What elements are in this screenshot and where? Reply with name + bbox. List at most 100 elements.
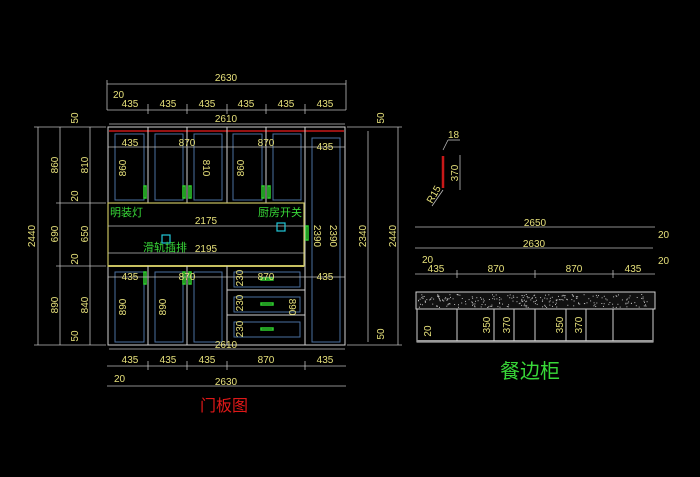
- speckle-dot: [525, 306, 527, 308]
- speckle-dot: [551, 296, 553, 298]
- speckle-dot: [634, 302, 636, 304]
- speckle-dot: [449, 303, 450, 305]
- dim-sideboard-offset-3: 20: [658, 256, 670, 267]
- dim-lower-door-2: 870: [179, 272, 196, 283]
- speckle-dot: [540, 297, 542, 299]
- speckle-dot: [493, 296, 495, 298]
- speckle-dot: [431, 297, 433, 299]
- speckle-dot: [615, 295, 617, 297]
- speckle-dot: [526, 300, 528, 302]
- speckle-dot: [439, 300, 441, 302]
- speckle-dot: [544, 305, 546, 307]
- speckle-dot: [480, 306, 482, 308]
- speckle-dot: [548, 294, 550, 296]
- speckle-dot: [439, 299, 441, 301]
- speckle-dot: [512, 300, 514, 302]
- lower-door-1: [114, 271, 145, 343]
- speckle-dot: [641, 294, 643, 295]
- speckle-dot: [615, 306, 617, 308]
- handle-icon: [261, 185, 265, 199]
- speckle-dot: [552, 301, 554, 303]
- speckle-dot: [531, 297, 533, 299]
- speckle-dot: [421, 294, 423, 296]
- speckle-dot: [563, 295, 565, 297]
- speckle-dot: [586, 302, 588, 304]
- dim-bottom-seg-1: 435: [122, 355, 139, 366]
- speckle-dot: [487, 307, 489, 308]
- speckle-dot: [447, 299, 449, 301]
- speckle-dot: [628, 301, 630, 303]
- speckle-dot: [418, 299, 419, 301]
- dim-upper-door-1: 435: [122, 138, 139, 149]
- speckle-dot: [621, 299, 623, 301]
- door-panel-drawing: 2630 20 435 435 435 435 435 435 2610: [27, 73, 402, 415]
- handle-icon: [188, 185, 192, 199]
- dim-sideboard-inner-3: 370: [502, 316, 513, 333]
- speckle-dot: [509, 297, 511, 299]
- dim-middle-1: 2175: [195, 216, 218, 227]
- speckle-dot: [572, 296, 574, 297]
- speckle-dot: [552, 305, 553, 307]
- dim-bottom-seg-4: 870: [258, 355, 275, 366]
- speckle-dot: [603, 305, 604, 307]
- dim-top-seg-6: 435: [317, 99, 334, 110]
- dim-tall-h-1: 2390: [311, 225, 322, 248]
- speckle-dot: [523, 295, 525, 297]
- dim-sideboard-inner-4: 350: [555, 316, 566, 333]
- dim-handle-radius: R15: [425, 184, 444, 206]
- dim-right-small-1: 50: [376, 112, 387, 124]
- speckle-dot: [577, 296, 579, 298]
- speckle-dot: [562, 294, 564, 296]
- dim-right-small-2: 50: [376, 328, 387, 340]
- speckle-dot: [491, 304, 493, 306]
- speckle-dot: [471, 301, 473, 303]
- speckle-dot: [566, 299, 568, 301]
- speckle-dot: [521, 295, 523, 297]
- speckle-dot: [566, 298, 568, 300]
- handle-icon: [188, 271, 192, 285]
- speckle-dot: [424, 300, 426, 302]
- speckle-dot: [492, 298, 494, 300]
- dim-left-small-3: 20: [70, 253, 81, 265]
- tall-door: [311, 137, 341, 343]
- speckle-dot: [438, 298, 440, 299]
- speckle-dot: [484, 304, 486, 306]
- speckle-dot: [489, 305, 491, 307]
- speckle-dot: [573, 300, 575, 302]
- speckle-dot: [483, 300, 485, 302]
- speckle-dot: [626, 298, 628, 300]
- speckle-dot: [612, 303, 614, 305]
- dim-bottom-seg-5: 435: [317, 355, 334, 366]
- upper-door-4: [232, 133, 263, 201]
- handle-icon: [260, 277, 274, 281]
- speckle-dot: [521, 304, 523, 306]
- speckle-dot: [556, 299, 558, 301]
- speckle-dot: [488, 299, 490, 300]
- upper-door-3: [193, 133, 223, 201]
- handle-icon: [182, 185, 186, 199]
- bottom-segment-ticks: [147, 361, 306, 370]
- speckle-dot: [447, 304, 449, 306]
- speckle-dot: [531, 298, 533, 299]
- speckle-dot: [601, 297, 603, 299]
- speckle-dot: [528, 297, 530, 299]
- dim-tall-bottom: 435: [317, 272, 334, 283]
- speckle-dot: [499, 302, 501, 304]
- speckle-dot: [626, 306, 628, 308]
- speckle-dot: [474, 305, 476, 307]
- speckle-dot: [480, 297, 482, 299]
- dim-left-c1-3: 890: [50, 296, 61, 313]
- speckle-dot: [429, 299, 431, 301]
- dim-bottom-seg-2: 435: [160, 355, 177, 366]
- handle-icon: [143, 271, 147, 285]
- speckle-dot: [446, 305, 448, 307]
- speckle-dot: [572, 295, 574, 296]
- speckle-dot: [482, 301, 484, 303]
- drawing-title-sideboard: 餐边柜: [500, 359, 560, 383]
- speckle-dot: [472, 304, 473, 306]
- dim-right-inner: 2340: [358, 224, 369, 247]
- speckle-dot: [419, 298, 421, 300]
- speckle-dot: [630, 303, 632, 304]
- speckle-dot: [491, 306, 493, 307]
- speckle-dot: [481, 304, 483, 305]
